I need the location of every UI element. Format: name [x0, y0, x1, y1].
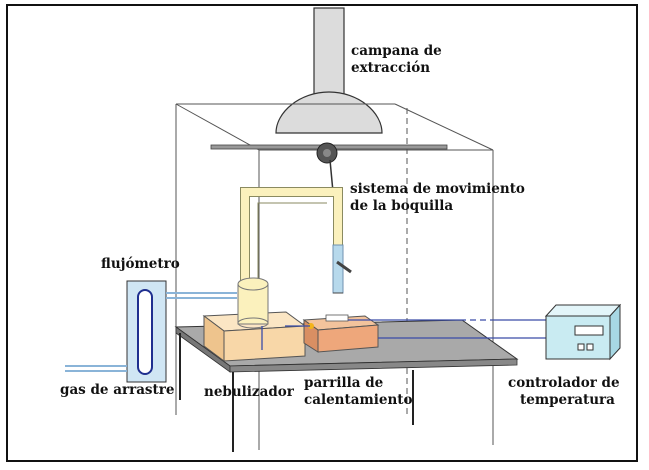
- temperature-controller-icon: [544, 303, 622, 361]
- fume-hood-icon: [275, 7, 383, 134]
- temp-controller-label-line2: temperatura: [520, 392, 615, 408]
- temp-controller-label-line1: controlador de: [508, 375, 620, 391]
- nozzle-motion-label: sistema de movimiento de la boquilla: [350, 181, 525, 215]
- hot-plate-label-line1: parrilla de: [304, 375, 384, 391]
- hot-plate-label-line2: calentamiento: [304, 392, 413, 408]
- carrier-gas-label: gas de arrastre: [60, 382, 175, 398]
- flowmeter-icon: [65, 280, 237, 383]
- cabinet-outline: [175, 103, 494, 450]
- temp-controller-label: controlador de temperatura: [508, 375, 620, 409]
- fume-hood-label-line2: extracción: [351, 60, 431, 76]
- nebulizer-label: nebulizador: [204, 384, 294, 400]
- nozzle-motion-label-line1: sistema de movimiento: [350, 181, 525, 197]
- fume-hood-label: campana de extracción: [351, 43, 442, 77]
- flowmeter-label: flujómetro: [101, 256, 180, 272]
- hot-plate-label: parrilla de calentamiento: [304, 375, 413, 409]
- nozzle-motor-icon: [210, 142, 448, 193]
- delivery-tube: [240, 187, 352, 294]
- nozzle-motion-label-line2: de la boquilla: [350, 198, 454, 214]
- fume-hood-label-line1: campana de: [351, 43, 442, 59]
- controller-wires: [261, 319, 546, 350]
- nebulizer-icon: [202, 277, 307, 362]
